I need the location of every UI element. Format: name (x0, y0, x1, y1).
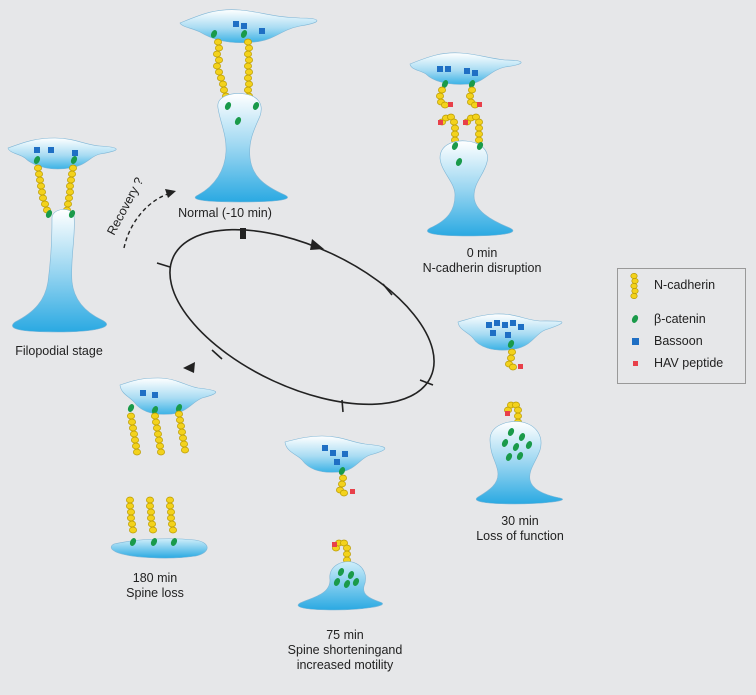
stage-label-filopodial: Filopodial stage (15, 344, 103, 358)
stage-label-thirty: 30 min Loss of function (476, 514, 564, 543)
legend: N-cadherin β-catenin Bassoon HAV peptide (617, 268, 746, 384)
hav-peptide-dot-icon (626, 355, 646, 371)
recovery-arrow (123, 189, 176, 249)
cycle-ellipse (156, 228, 435, 413)
stage-label-seventyfive: 75 min Spine shorteningand increased mot… (287, 628, 403, 672)
legend-item-n-cadherin: N-cadherin (626, 273, 716, 299)
stage-thirty-illustration (457, 313, 563, 505)
legend-label: β-catenin (654, 312, 706, 326)
stage-zero-illustration (409, 52, 522, 237)
stage-label-normal: Normal (-10 min) (178, 206, 272, 220)
legend-label: N-cadherin (654, 278, 716, 292)
cycle-arrowhead (310, 239, 324, 250)
stage-label-oneeighty: 180 min Spine loss (126, 571, 184, 600)
legend-item-bassoon: Bassoon (626, 333, 703, 349)
stage-seventyfive-illustration (284, 435, 385, 611)
recovery-label: Recovery ? (104, 175, 146, 237)
stage-oneeighty-illustration (110, 377, 216, 559)
cycle-arrowhead (183, 362, 195, 373)
stage-normal-illustration (179, 9, 318, 203)
stage-filopodial-illustration (7, 137, 117, 333)
beta-catenin-oval-icon (626, 311, 646, 327)
n-cadherin-chain-icon (626, 273, 646, 299)
legend-label: HAV peptide (654, 356, 724, 370)
legend-item-hav-peptide: HAV peptide (626, 355, 723, 371)
stage-label-zero: 0 min N-cadherin disruption (422, 246, 542, 275)
legend-item-beta-catenin: β-catenin (626, 311, 706, 327)
bassoon-square-icon (626, 333, 646, 349)
legend-label: Bassoon (654, 334, 703, 348)
